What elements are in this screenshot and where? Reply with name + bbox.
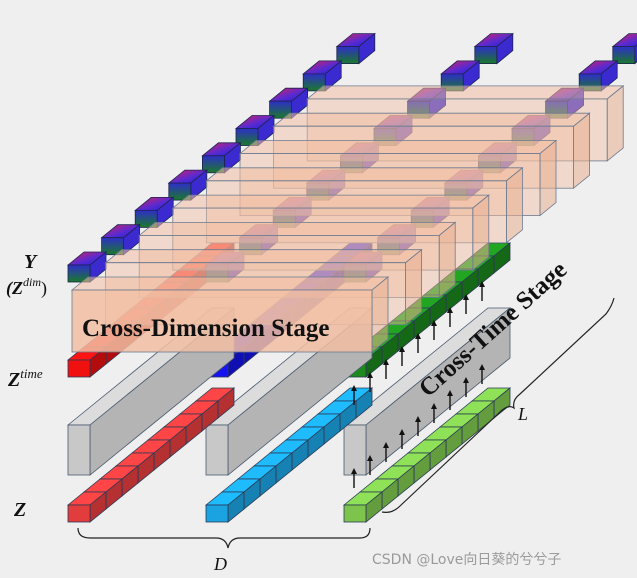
arrow-head: [351, 385, 357, 391]
z-token: [66, 491, 108, 523]
y-token: [611, 33, 637, 65]
arrow-head: [463, 377, 469, 383]
cross-dimension-blocks: [70, 85, 625, 353]
label-d: D: [213, 554, 227, 574]
arrow-head: [431, 320, 437, 326]
l-brace: [381, 297, 615, 513]
y-token: [100, 223, 141, 256]
label-z-time: Ztime: [7, 366, 43, 391]
y-row-1: [66, 32, 376, 283]
arrow-head: [399, 346, 405, 352]
arrow-head: [415, 416, 421, 422]
arrow-head: [399, 429, 405, 435]
d-brace: [77, 527, 371, 549]
arrow-head: [351, 468, 357, 474]
y-token: [302, 60, 343, 92]
y-token: [66, 251, 108, 283]
y-token: [335, 32, 376, 65]
label-y: Y: [24, 251, 38, 273]
z-token: [204, 491, 246, 523]
arrow-head: [447, 390, 453, 396]
arrow-head: [383, 442, 389, 448]
arrow-head: [447, 307, 453, 313]
arrow-head: [367, 455, 373, 461]
y-token: [134, 196, 175, 229]
arrow-group: [351, 281, 485, 488]
arrow-head: [463, 294, 469, 300]
arrow-head: [415, 333, 421, 339]
y-token: [167, 169, 208, 201]
y-token: [473, 32, 514, 65]
label-z: Z: [13, 499, 26, 521]
z-token: [342, 491, 384, 523]
arrow-head: [479, 364, 485, 370]
watermark: CSDN @Love向日葵的兮兮子: [372, 552, 561, 568]
cross-dimension-stage-label: Cross-Dimension Stage: [82, 315, 329, 342]
arrow-head: [431, 403, 437, 409]
arrow-head: [383, 359, 389, 365]
arrow-head: [479, 281, 485, 287]
label-l: L: [517, 404, 528, 424]
y-token: [234, 114, 276, 147]
cross-dimension-plane: [70, 276, 390, 353]
arrow-head: [367, 372, 373, 378]
label-z-dim: (Zdim): [6, 275, 47, 299]
